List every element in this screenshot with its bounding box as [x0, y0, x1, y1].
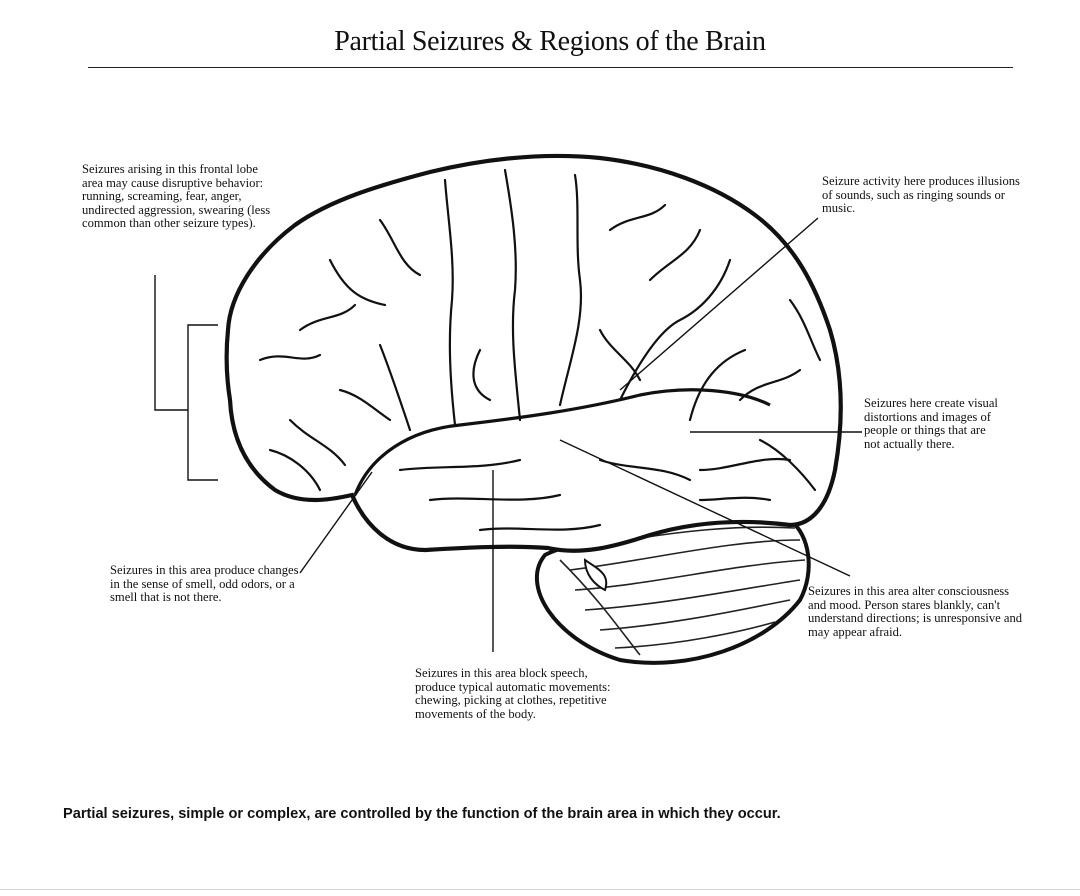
brainstem: [583, 558, 608, 592]
annotation-consciousness: Seizures in this area alter consciousnes…: [808, 584, 1023, 639]
annotation-smell: Seizures in this area produce changes in…: [110, 563, 299, 605]
bottom-divider: [0, 889, 1080, 890]
annotation-speech: Seizures in this area block speech, prod…: [415, 666, 611, 721]
diagram-title: Partial Seizures & Regions of the Brain: [334, 26, 766, 57]
leader-lines: [154, 217, 862, 652]
cerebrum: [224, 153, 843, 553]
annotation-visual: Seizures here create visual distortions …: [864, 396, 998, 451]
annotation-frontal-lobe: Seizures arising in this frontal lobe ar…: [82, 162, 271, 231]
frontal-bracket: [154, 275, 218, 481]
auditory-leader: [619, 217, 819, 391]
temporal-lobe: [353, 388, 771, 496]
annotation-auditory: Seizure activity here produces illusions…: [822, 174, 1020, 216]
title-underline: [88, 67, 1013, 68]
diagram-caption: Partial seizures, simple or complex, are…: [63, 806, 781, 822]
smell-leader: [299, 471, 373, 574]
consciousness-leader: [559, 439, 851, 577]
